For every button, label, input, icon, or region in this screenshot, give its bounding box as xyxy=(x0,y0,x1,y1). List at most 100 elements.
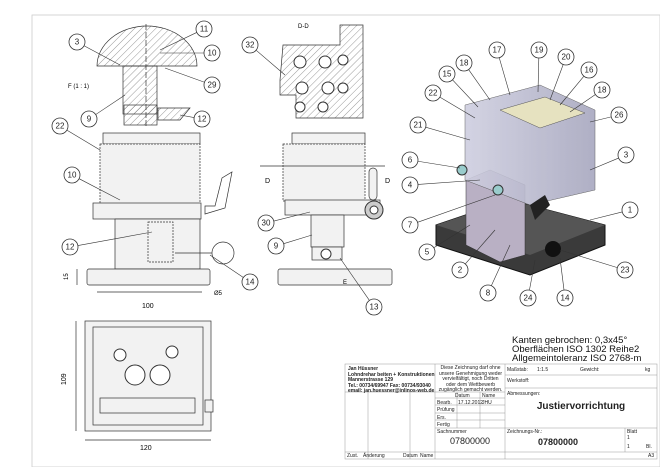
note-surfaces: Oberflächen ISO 1302 Reihe2 xyxy=(512,344,640,355)
paper-format: A3 xyxy=(648,453,655,459)
balloon-number: 13 xyxy=(370,303,379,312)
balloon-number: 18 xyxy=(460,59,469,68)
balloon-number: 3 xyxy=(75,38,80,47)
balloon-iso-4: 4 xyxy=(401,176,481,194)
top-view xyxy=(75,320,214,441)
drawing-number-label: Zeichnungs-Nr.: xyxy=(507,429,543,435)
balloon-number: 30 xyxy=(262,219,271,228)
scale-value: 1:1.5 xyxy=(537,367,549,373)
scale-label: Maßstab: xyxy=(507,367,528,373)
balloon-number: 16 xyxy=(585,66,594,75)
balloon-iso-21: 21 xyxy=(409,116,471,141)
leader-line xyxy=(589,211,623,221)
balloon-number: 2 xyxy=(458,266,463,275)
balloon-number: 23 xyxy=(621,266,630,275)
leader-line xyxy=(559,75,585,106)
balloon-iso-18: 18 xyxy=(569,81,611,113)
balloon-section_dd-32: 32 xyxy=(241,36,286,76)
drawing-title: Justiervorrichtung xyxy=(536,401,626,412)
balloon-number: 9 xyxy=(274,242,279,251)
replaced-label: Ers. xyxy=(437,415,446,421)
sheet-number: 1 xyxy=(627,435,630,441)
leader-line xyxy=(179,114,195,118)
balloon-iso-24: 24 xyxy=(519,259,537,307)
balloon-section_f-9: 9 xyxy=(80,94,126,128)
leader-line xyxy=(439,96,476,119)
name-header: Name xyxy=(482,393,496,399)
leader-line xyxy=(549,64,564,101)
balloon-iso-6: 6 xyxy=(401,151,461,169)
balloon-number: 7 xyxy=(408,221,413,230)
balloon-number: 22 xyxy=(429,89,438,98)
leader-line xyxy=(159,32,197,51)
section-marker-right: D xyxy=(385,178,390,185)
item-number-label: Sachnummer xyxy=(437,429,467,435)
leader-line xyxy=(433,224,471,248)
balloon-number: 14 xyxy=(246,278,255,287)
dim-120: 120 xyxy=(140,445,152,452)
company-info: Jan Hüssner Lohndrehar beiten + Konstruk… xyxy=(348,366,436,395)
leader-line xyxy=(83,45,121,66)
finished-label: Fertig xyxy=(437,422,450,428)
revision-change-label: Änderung xyxy=(363,453,385,459)
balloon-section_f-29: 29 xyxy=(164,67,221,94)
company-desc: Lohndrehar beiten + Konstruktionen xyxy=(348,371,435,378)
leader-line xyxy=(164,67,205,83)
leader-line xyxy=(569,94,596,113)
balloon-number: 8 xyxy=(486,289,491,298)
balloon-iso-8: 8 xyxy=(479,244,511,302)
balloon-number: 9 xyxy=(87,115,92,124)
leader-line xyxy=(339,257,370,301)
section-f-view xyxy=(96,24,198,128)
note-edges: Kanten gebrochen: 0,3x45° xyxy=(512,335,628,346)
balloon-number: 11 xyxy=(200,25,209,34)
leader-line xyxy=(589,116,612,123)
leader-line xyxy=(498,57,511,96)
balloon-number: 21 xyxy=(414,121,423,130)
leader-line xyxy=(78,178,121,201)
revision-name-label: Name xyxy=(420,453,434,459)
balloon-number: 15 xyxy=(443,70,452,79)
dimensions-label: Abmessungen: xyxy=(507,391,541,397)
balloon-number: 14 xyxy=(561,294,570,303)
balloon-number: 26 xyxy=(615,111,624,120)
leader-line xyxy=(468,69,491,101)
leader-line xyxy=(417,179,481,185)
balloon-iso-3: 3 xyxy=(589,146,635,171)
leader-line xyxy=(465,229,496,265)
leader-line xyxy=(559,249,618,268)
balloon-iso-19: 19 xyxy=(530,41,548,93)
copyright-note: Diese Zeichnung darf ohne unsere Genehmi… xyxy=(438,365,503,393)
section-dd-label: D-D xyxy=(298,24,309,30)
side-view xyxy=(260,132,393,286)
front-view xyxy=(76,132,235,293)
date-header: Datum xyxy=(455,393,470,399)
balloon-number: 24 xyxy=(524,294,533,303)
sheet-label: Blatt xyxy=(627,429,638,435)
balloon-number: 10 xyxy=(68,171,77,180)
balloon-number: 17 xyxy=(493,46,502,55)
revision-zone-label: Zust. xyxy=(347,453,359,459)
dim-dia-5: Ø5 xyxy=(214,291,223,297)
balloon-iso-7: 7 xyxy=(401,194,496,234)
company-email: email: jan.huessner@inlinos-web.de xyxy=(348,388,435,394)
leader-line xyxy=(417,194,496,223)
balloon-iso-18: 18 xyxy=(455,54,491,101)
balloon-front-12: 12 xyxy=(61,231,153,256)
balloon-iso-5: 5 xyxy=(418,224,471,261)
balloon-number: 12 xyxy=(198,115,207,124)
balloon-number: 32 xyxy=(246,41,255,50)
company-name: Jan Hüssner xyxy=(348,366,379,372)
leader-line xyxy=(209,254,244,278)
dim-100: 100 xyxy=(142,303,154,310)
balloon-side-9: 9 xyxy=(267,234,313,255)
section-f-label: F (1 : 1) xyxy=(68,84,89,90)
drawing-number: 07800000 xyxy=(538,437,579,447)
balloon-number: 3 xyxy=(624,151,629,160)
checked-label: Prüfung xyxy=(437,407,455,413)
balloon-iso-16: 16 xyxy=(559,61,598,106)
leader-line xyxy=(559,257,565,291)
leader-line xyxy=(255,49,286,76)
dim-15: 15 xyxy=(64,273,70,280)
